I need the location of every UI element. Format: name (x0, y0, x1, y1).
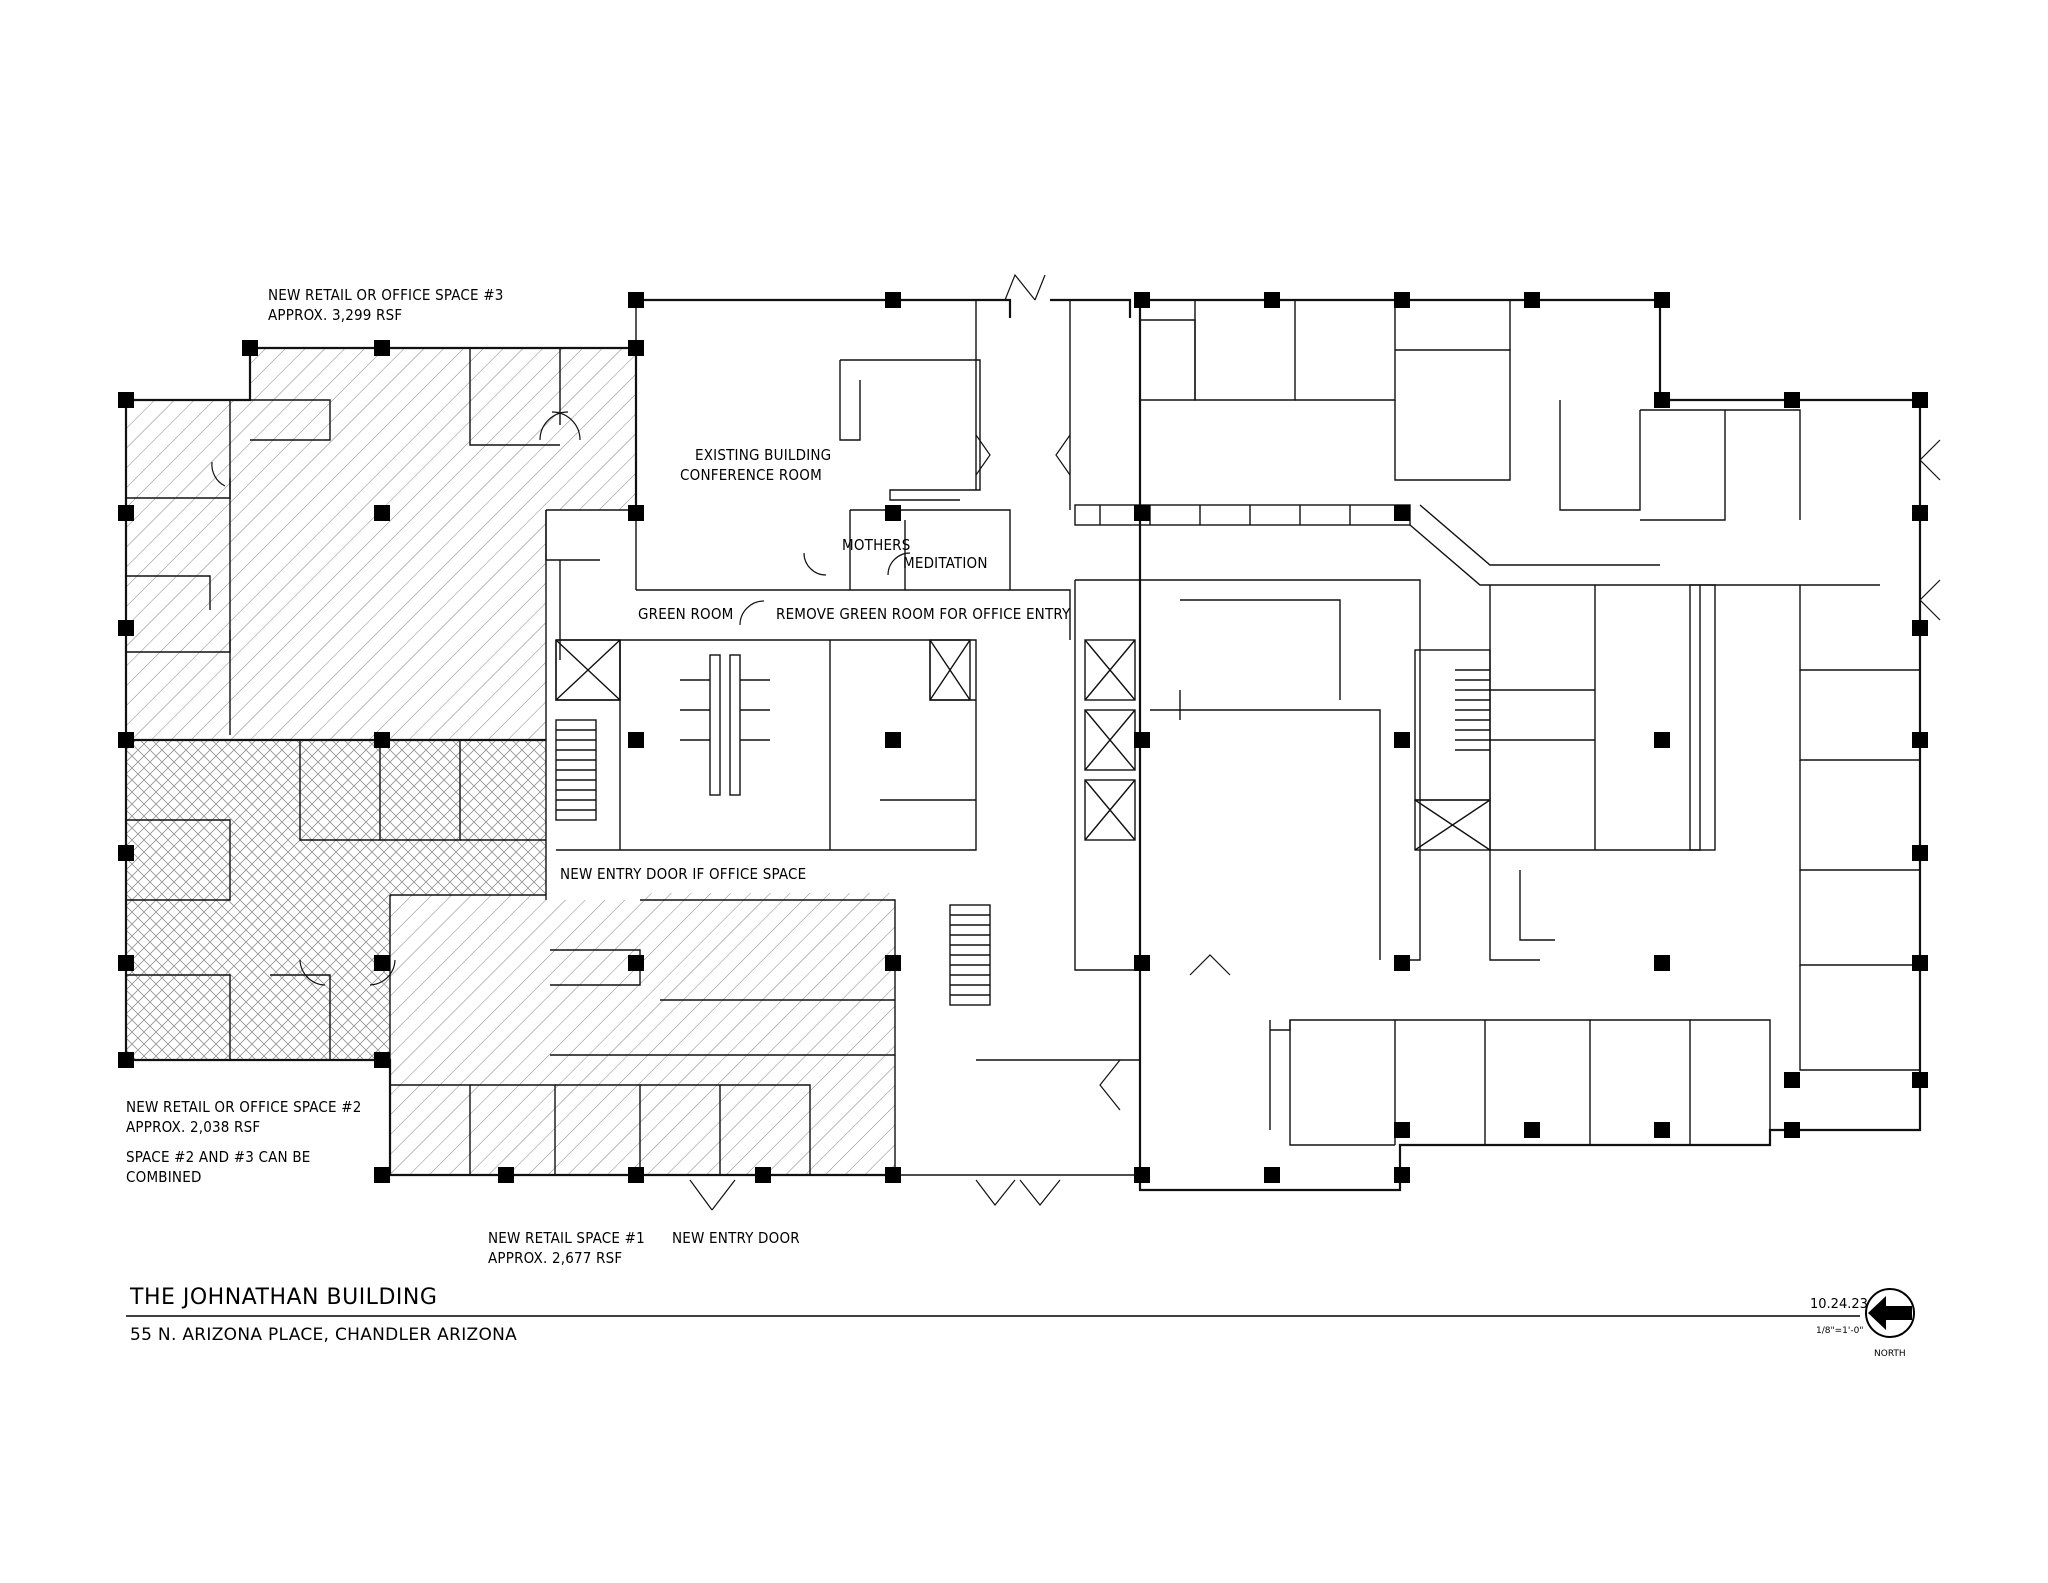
remove-green-room-note: REMOVE GREEN ROOM FOR OFFICE ENTRY (776, 605, 1071, 623)
meditation-room-label: MEDITATION (903, 554, 988, 572)
north-arrow-icon (1865, 1288, 1915, 1338)
new-entry-door-label: NEW ENTRY DOOR (672, 1229, 800, 1247)
building-name: THE JOHNATHAN BUILDING (129, 1285, 437, 1310)
space-1-name: NEW RETAIL SPACE #1 (488, 1229, 645, 1247)
green-room-label: GREEN ROOM (638, 605, 734, 623)
conference-label-line2: CONFERENCE ROOM (680, 466, 822, 484)
space-1-area: APPROX. 2,677 RSF (488, 1249, 622, 1267)
title-block: THE JOHNATHAN BUILDING 55 N. ARIZONA PLA… (126, 1285, 1915, 1359)
mothers-room-label: MOTHERS (842, 536, 911, 554)
columns (118, 292, 1928, 1183)
east-stair-treads (1455, 669, 1490, 751)
conference-label-line1: EXISTING BUILDING (695, 446, 831, 464)
central-core-walls (555, 298, 1140, 1176)
door-swings (211, 273, 1941, 1211)
restroom-fixtures (680, 654, 770, 796)
space-2-hatch (126, 740, 546, 1060)
space-combined-note-line2: COMBINED (126, 1168, 202, 1186)
north-label: NORTH (1874, 1349, 1906, 1359)
space-1-hatch (390, 893, 895, 1175)
east-wing-walls (1074, 298, 1922, 1192)
space-2-area: APPROX. 2,038 RSF (126, 1118, 260, 1136)
drawing-date: 10.24.23 (1810, 1297, 1868, 1312)
space-3-hatch (126, 348, 636, 740)
new-entry-door-office-note: NEW ENTRY DOOR IF OFFICE SPACE (560, 865, 806, 883)
east-of-space1-stair-treads (950, 914, 990, 996)
space-2-name: NEW RETAIL OR OFFICE SPACE #2 (126, 1098, 362, 1116)
drawing-scale: 1/8"=1'-0" (1816, 1326, 1863, 1336)
space-combined-note-line1: SPACE #2 AND #3 CAN BE (126, 1148, 311, 1166)
building-address: 55 N. ARIZONA PLACE, CHANDLER ARIZONA (130, 1325, 517, 1345)
west-stair-treads (556, 729, 596, 811)
space-3-name: NEW RETAIL OR OFFICE SPACE #3 (268, 286, 504, 304)
space-3-area: APPROX. 3,299 RSF (268, 306, 402, 324)
